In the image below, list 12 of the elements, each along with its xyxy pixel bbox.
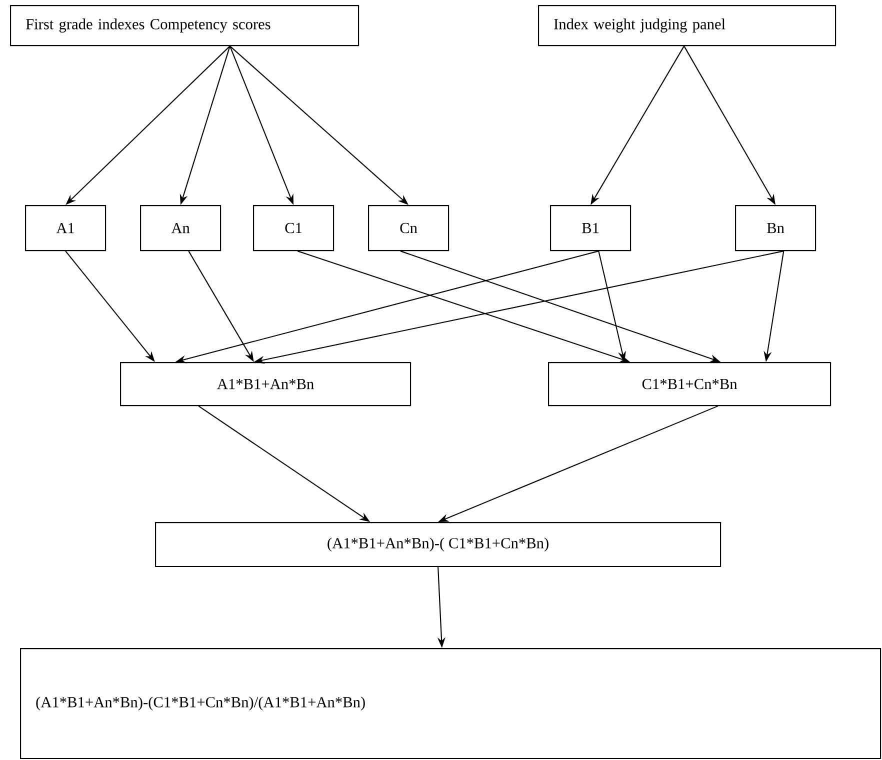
process-box: (A1*B1+An*Bn)-(C1*B1+Cn*Bn)/(A1*B1+An*Bn): [20, 648, 882, 760]
process-box: A1*B1+An*Bn: [120, 362, 412, 406]
process-box: A1: [25, 205, 106, 252]
process-box: An: [140, 205, 222, 252]
process-box: B1: [550, 205, 632, 252]
process-box: C1: [253, 205, 334, 252]
process-box: First grade indexes Competency scores: [10, 5, 360, 46]
process-box: (A1*B1+An*Bn)-( C1*B1+Cn*Bn): [155, 522, 722, 568]
process-box: Cn: [368, 205, 450, 252]
process-box: Index weight judging panel: [538, 5, 836, 46]
process-box: Bn: [735, 205, 816, 252]
process-box: C1*B1+Cn*Bn: [548, 362, 832, 406]
